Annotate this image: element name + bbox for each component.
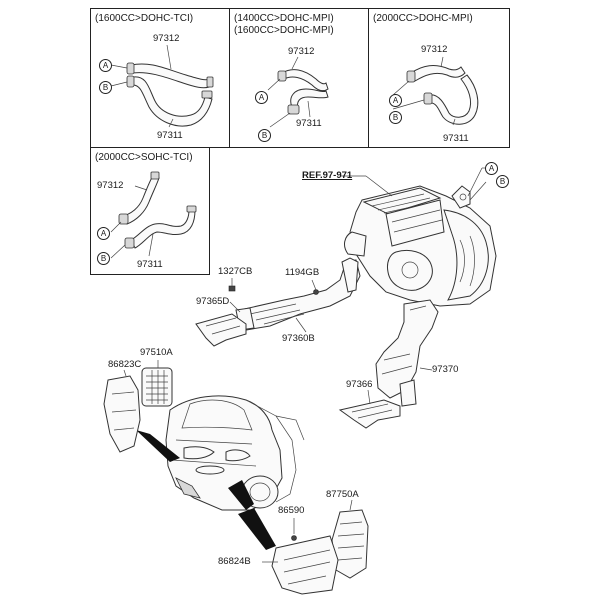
part-number-97370: 97370 (432, 364, 459, 375)
part-number-86823c: 86823C (108, 359, 142, 370)
clip-86590-drawing (291, 535, 297, 541)
part-number-97366: 97366 (346, 379, 373, 390)
vent-grille-87750a-drawing (331, 509, 369, 579)
hvac-unit-drawing (344, 185, 497, 307)
part-number-97510a: 97510A (140, 347, 173, 358)
part-number-1194gb: 1194GB (285, 267, 320, 278)
panel-title: (2000CC>SOHC-TCI) (95, 152, 193, 163)
reference-label: REF.97-971 (302, 170, 353, 181)
part-number-97311: 97311 (137, 259, 163, 270)
panel-title: (2000CC>DOHC-MPI) (373, 13, 473, 24)
part-number-97365d: 97365D (196, 296, 230, 307)
part-number-86824b: 86824B (218, 556, 251, 567)
marker-a: A (97, 227, 110, 240)
part-number-97311: 97311 (443, 133, 469, 144)
part-number-1327cb: 1327CB (218, 266, 253, 277)
marker-b: B (99, 81, 112, 94)
marker-b: B (258, 129, 271, 142)
part-number-97312: 97312 (288, 46, 315, 57)
rear-duct-97366-drawing (338, 399, 401, 429)
hose-illustration (110, 171, 197, 259)
part-number-97311: 97311 (296, 118, 322, 129)
marker-a: A (255, 91, 268, 104)
part-number-97312: 97312 (421, 44, 448, 55)
panel-2000cc-dohc-mpi: (2000CC>DOHC-MPI) 97312 97311 A B (368, 8, 510, 148)
panel-title-line-2: (1600CC>DOHC-MPI) (234, 25, 334, 36)
screw-1327cb-drawing (228, 278, 236, 292)
hose-illustration (110, 44, 214, 128)
rear-duct-97365d-drawing (195, 313, 247, 347)
marker-a: A (99, 59, 112, 72)
hose-illustration (392, 56, 479, 126)
marker-b: B (389, 111, 402, 124)
panel-1400cc-1600cc-dohc-mpi: (1400CC>DOHC-MPI) (1600CC>DOHC-MPI) 9731… (229, 8, 369, 148)
panel-2000cc-sohc-tci: (2000CC>SOHC-TCI) 97312 97311 A B (90, 147, 210, 275)
marker-a: A (485, 162, 498, 175)
part-number-97311: 97311 (157, 130, 183, 141)
part-number-97360b: 97360B (282, 333, 315, 344)
bracket-86823c-drawing (103, 375, 141, 453)
marker-b: B (97, 252, 110, 265)
part-number-87750a: 87750A (326, 489, 359, 500)
panel-title-line-1: (1400CC>DOHC-MPI) (234, 13, 334, 24)
panel-1600cc-dohc-tci: (1600CC>DOHC-TCI) 97312 97311 A B (90, 8, 230, 148)
panel-title: (1600CC>DOHC-TCI) (95, 13, 194, 24)
bolt-1194gb-drawing (311, 279, 319, 295)
part-number-97312: 97312 (97, 180, 124, 191)
floor-duct-97370-drawing (375, 299, 439, 407)
vent-grille-97510a-drawing (141, 367, 173, 407)
part-number-97312: 97312 (153, 33, 180, 44)
marker-a: A (389, 94, 402, 107)
hose-illustration (267, 56, 329, 128)
part-number-86590: 86590 (278, 505, 305, 516)
bracket-86824b-drawing (271, 535, 339, 595)
marker-b: B (496, 175, 509, 188)
